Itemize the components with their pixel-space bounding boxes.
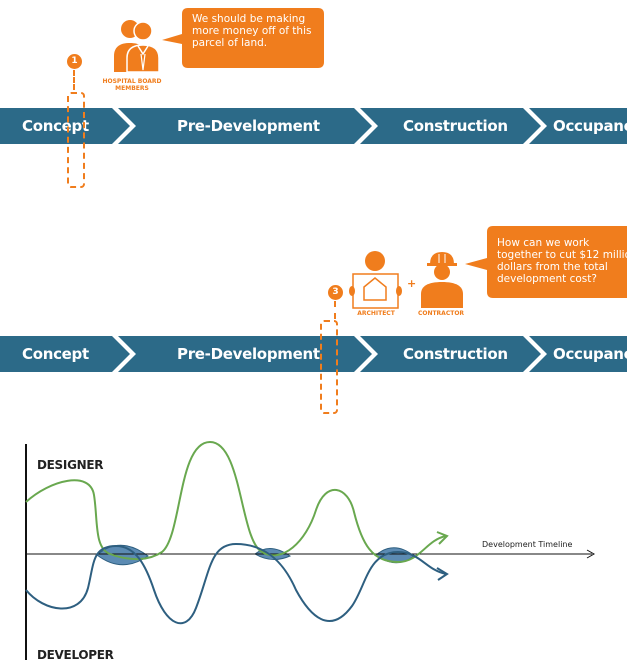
phase-band-1: Concept Pre-Development Construction Occ… — [0, 108, 627, 144]
architect-label: ARCHITECT — [357, 310, 395, 317]
designer-arrowhead — [436, 531, 449, 545]
step-1-highlight-box — [67, 92, 85, 188]
developer-arrowhead — [436, 567, 449, 581]
phase-construction: Construction — [403, 345, 508, 363]
timeline-arrowhead — [586, 549, 596, 559]
speech-bubble-1-text: We should be making more money off of th… — [192, 13, 320, 49]
phase-concept: Concept — [22, 117, 89, 135]
developer-curve — [25, 542, 447, 625]
step-3-connector — [334, 301, 336, 319]
designer-developer-graph — [25, 440, 596, 660]
speech-bubble-3 — [465, 226, 627, 298]
phase-pre-development: Pre-Development — [177, 345, 320, 363]
speech-bubble-3-line: dollars from the total — [497, 261, 608, 273]
speech-bubble-3-line: together to cut $12 million — [497, 249, 627, 261]
hospital-board-label: HOSPITAL BOARD MEMBERS — [97, 78, 167, 92]
designer-curve — [25, 440, 447, 564]
speech-bubble-3-line: How can we work — [497, 237, 590, 249]
step-1-connector — [73, 70, 75, 90]
phase-band-1-shapes — [0, 108, 627, 144]
hospital-board-members-icon — [114, 20, 160, 73]
hospital-board-label-line1: HOSPITAL BOARD — [102, 78, 162, 85]
phase-occupancy: Occupancy — [553, 345, 627, 363]
speech-bubble-3-line: development cost? — [497, 273, 597, 285]
designer-label: DESIGNER — [37, 458, 104, 472]
phase-band-2-shapes — [0, 336, 627, 372]
architect-icon — [349, 251, 402, 309]
plus-sign: + — [407, 277, 417, 290]
speech-bubble-1-line: more money off of this — [192, 25, 312, 37]
step-number-badge-3: 3 — [328, 285, 343, 300]
phase-band-2: Concept Pre-Development Construction Occ… — [0, 336, 627, 372]
step-number-badge-1: 1 — [67, 54, 82, 69]
step-3-highlight-box — [320, 320, 338, 414]
speech-bubble-3-text: How can we work together to cut $12 mill… — [497, 237, 627, 285]
hospital-board-label-line2: MEMBERS — [115, 85, 149, 92]
development-timeline-label: Development Timeline — [482, 540, 573, 549]
phase-construction: Construction — [403, 117, 508, 135]
speech-bubble-1-line: We should be making — [192, 13, 306, 25]
phase-occupancy: Occupancy — [553, 117, 627, 135]
phase-concept: Concept — [22, 345, 89, 363]
phase-pre-development: Pre-Development — [177, 117, 320, 135]
contractor-label: CONTRACTOR — [417, 310, 465, 317]
speech-bubble-1 — [162, 8, 324, 68]
developer-label: DEVELOPER — [37, 648, 114, 662]
speech-bubble-1-line: parcel of land. — [192, 37, 268, 49]
contractor-icon — [421, 252, 463, 308]
